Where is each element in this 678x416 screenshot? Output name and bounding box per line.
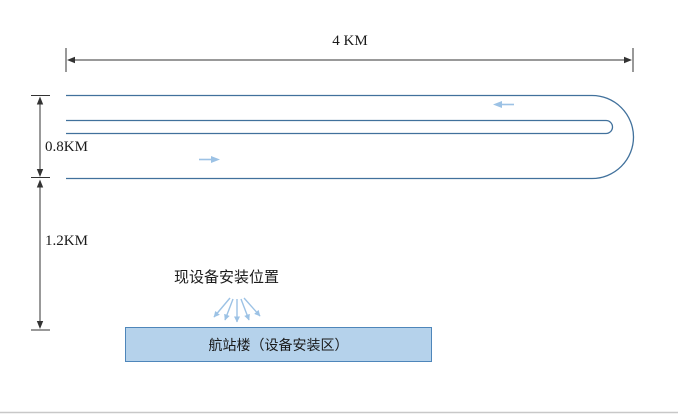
terminal-building: 航站楼（设备安装区） [125, 327, 432, 362]
width-dimension-arrow [31, 95, 50, 178]
dimension-label-4km: 4 KM [332, 33, 368, 49]
dimension-arrowhead-up [36, 179, 44, 188]
dimension-arrowhead-right [624, 56, 632, 64]
dimension-arrowhead-up [36, 96, 44, 105]
road-median-divider [66, 119, 614, 135]
dimension-arrowhead-left [67, 56, 75, 64]
dimension-arrowhead-down [36, 321, 44, 329]
right-flow-arrow-icon [199, 156, 220, 163]
left-flow-arrowhead [493, 101, 502, 108]
distance-dimension-arrow [31, 179, 50, 331]
right-flow-arrowhead [211, 156, 220, 163]
dimension-label-1-2km: 1.2KM [45, 233, 88, 249]
fan-arrow [213, 297, 231, 318]
install-position-label: 现设备安装位置 [174, 270, 280, 286]
terminal-building-label: 航站楼（设备安装区） [208, 338, 349, 354]
fan-arrow [240, 298, 250, 321]
loop-road [66, 94, 635, 180]
fan-arrow [224, 298, 234, 321]
road-outer-edge [66, 94, 635, 180]
fan-arrows-icon [213, 297, 261, 323]
dimension-arrowhead-down [36, 169, 44, 177]
fan-arrow [243, 297, 261, 317]
top-dimension-arrow [65, 48, 634, 72]
left-flow-arrow-icon [493, 101, 514, 108]
dimension-label-0-8km: 0.8KM [45, 139, 88, 155]
